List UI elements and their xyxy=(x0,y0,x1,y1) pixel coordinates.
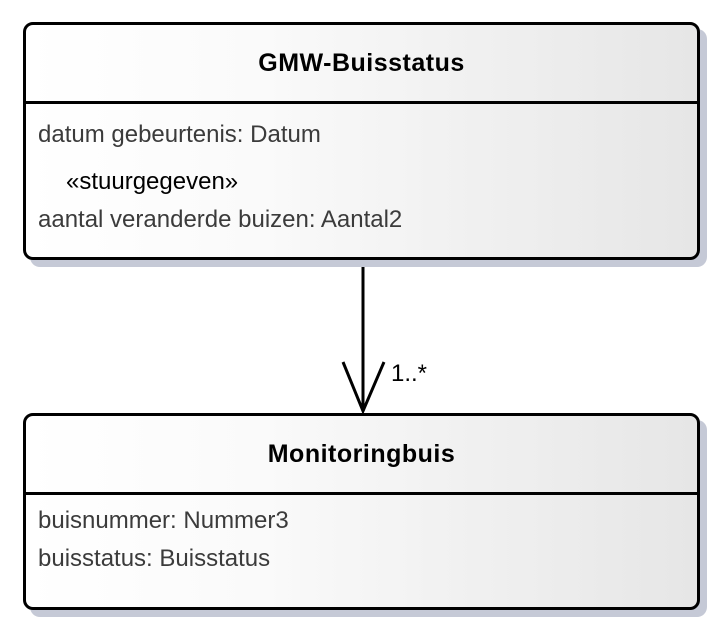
class-box-gmw-buisstatus: GMW-Buisstatus datum gebeurtenis: Datum … xyxy=(23,22,700,260)
attributes-compartment: datum gebeurtenis: Datum «stuurgegeven» … xyxy=(26,104,697,239)
attributes-compartment: buisnummer: Nummer3 buisstatus: Buisstat… xyxy=(26,495,697,578)
attribute-aantal-veranderde-buizen: aantal veranderde buizen: Aantal2 xyxy=(38,206,403,233)
attribute-buisnummer: buisnummer: Nummer3 xyxy=(38,507,289,534)
class-box-monitoringbuis: Monitoringbuis buisnummer: Nummer3 buiss… xyxy=(23,413,700,610)
attribute-buisstatus: buisstatus: Buisstatus xyxy=(38,545,271,572)
multiplicity-label: 1..* xyxy=(391,360,428,387)
attribute-datum-gebeurtenis: datum gebeurtenis: Datum xyxy=(38,121,321,148)
stereotype-stuurgegeven: «stuurgegeven» xyxy=(66,168,239,195)
class-title-gmw-buisstatus: GMW-Buisstatus xyxy=(26,25,697,104)
open-arrowhead-icon xyxy=(341,361,386,415)
class-title-monitoringbuis: Monitoringbuis xyxy=(26,416,697,495)
